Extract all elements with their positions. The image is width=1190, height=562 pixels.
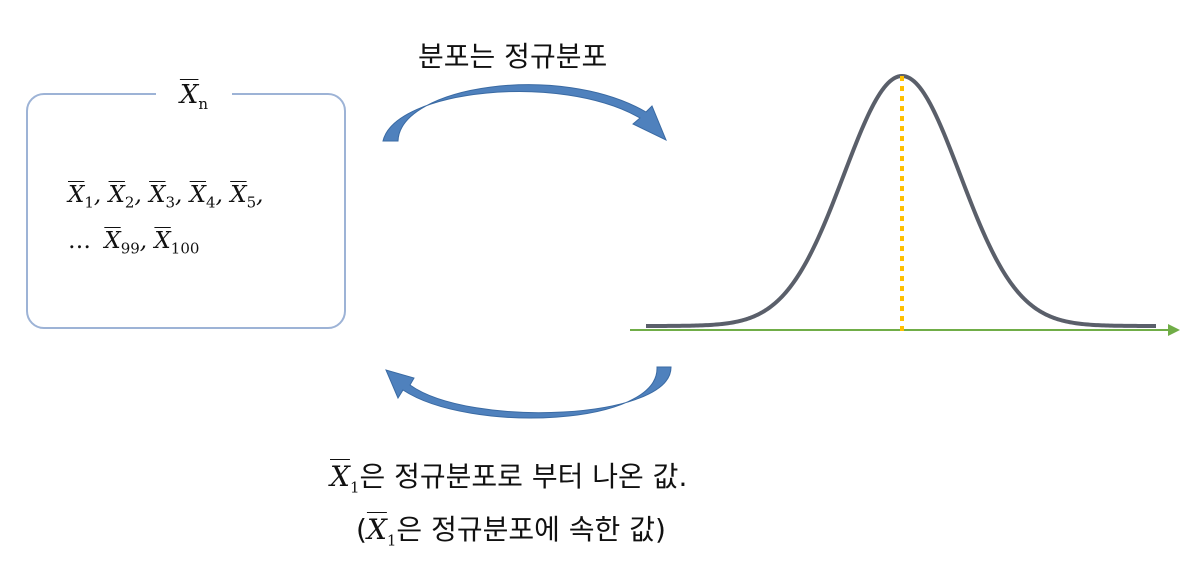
bottom-caption-2: (X1은 정규분포에 속한 값) xyxy=(356,513,666,550)
ellipsis: … xyxy=(68,227,91,254)
sample-mean-4: X4 xyxy=(189,182,216,212)
sample-means-line-1: X1, X2, X3, X4, X5, xyxy=(68,182,264,212)
sample-means-list: X1, X2, X3, X4, X5, … X99, X100 xyxy=(68,176,263,267)
sample-mean-100: X100 xyxy=(154,227,200,258)
sample-mean-3: X3 xyxy=(149,182,176,212)
sample-mean-2: X2 xyxy=(108,182,135,212)
sample-mean-5: X5 xyxy=(230,182,257,212)
sample-means-line-2: … X99, X100 xyxy=(68,227,200,258)
sample-mean-1: X1 xyxy=(68,182,94,212)
sample-mean-99: X99 xyxy=(104,227,140,258)
distribution-label: 분포는 정규분포 xyxy=(418,40,608,73)
box-title: Xn xyxy=(156,78,232,113)
bottom-curved-arrow xyxy=(385,366,672,419)
bottom-caption-1: X1은 정규분포로 부터 나온 값. xyxy=(330,460,688,497)
top-curved-arrow xyxy=(382,84,667,142)
